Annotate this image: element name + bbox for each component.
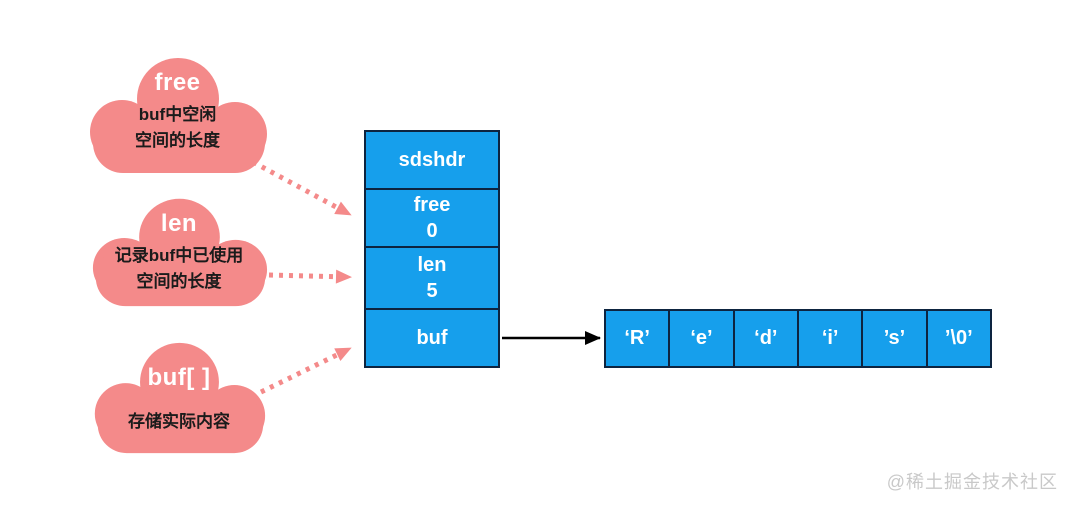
buffer-cell-0: ‘R’ — [624, 327, 650, 349]
field-free-name: free — [413, 194, 451, 216]
annotation-cloud-free: free buf中空闲 空间的长度 — [85, 55, 270, 175]
field-buf-name: buf — [416, 327, 448, 349]
cloud-icon — [94, 342, 266, 454]
buffer-array: ‘R’ ‘e’ ‘d’ ‘i’ ’s’ ’\0’ — [604, 309, 992, 368]
struct-header-label: sdshdr — [398, 149, 466, 171]
cloud-buf-title: buf[ ] — [147, 364, 211, 391]
cloud-buf-description: 存储实际内容 — [90, 409, 268, 435]
buffer-cell-1: ‘e’ — [668, 311, 732, 366]
cloud-free-description: buf中空闲 空间的长度 — [85, 102, 270, 154]
cloud-free-line2: 空间的长度 — [135, 131, 220, 150]
struct-field-len: len 5 — [366, 248, 498, 310]
buffer-cell-3: ‘i’ — [796, 311, 861, 366]
cloud-icon — [90, 58, 267, 173]
buffer-cell-5: ’\0’ — [925, 311, 990, 366]
annotation-cloud-len: len 记录buf中已使用 空间的长度 — [88, 196, 270, 308]
cloud-free-title: free — [154, 69, 201, 96]
field-free-value: 0 — [426, 220, 438, 242]
annotation-cloud-buf: buf[ ] 存储实际内容 — [90, 340, 268, 455]
field-len-name: len — [417, 254, 447, 276]
dotted-arrow-len — [268, 269, 352, 284]
buffer-cell-2: ‘d’ — [732, 311, 797, 366]
cloud-free-line1: buf中空闲 — [138, 105, 217, 124]
dotted-arrow-buf — [259, 346, 352, 395]
cloud-len-line2: 空间的长度 — [136, 272, 222, 291]
struct-header-cell: sdshdr — [366, 132, 498, 190]
sdshdr-struct: sdshdr free 0 len 5 buf — [364, 130, 500, 368]
struct-field-buf: buf — [366, 310, 498, 366]
cloud-len-description: 记录buf中已使用 空间的长度 — [88, 243, 270, 295]
cloud-len-line1: 记录buf中已使用 — [114, 246, 244, 265]
cloud-len-title: len — [160, 210, 198, 237]
watermark: @稀土掘金技术社区 — [886, 472, 1058, 492]
cloud-buf-line1: 存储实际内容 — [128, 412, 230, 431]
cloud-icon — [92, 198, 268, 307]
field-len-value: 5 — [426, 280, 438, 302]
struct-field-free: free 0 — [366, 190, 498, 248]
buffer-cell-4: ’s’ — [861, 311, 925, 366]
